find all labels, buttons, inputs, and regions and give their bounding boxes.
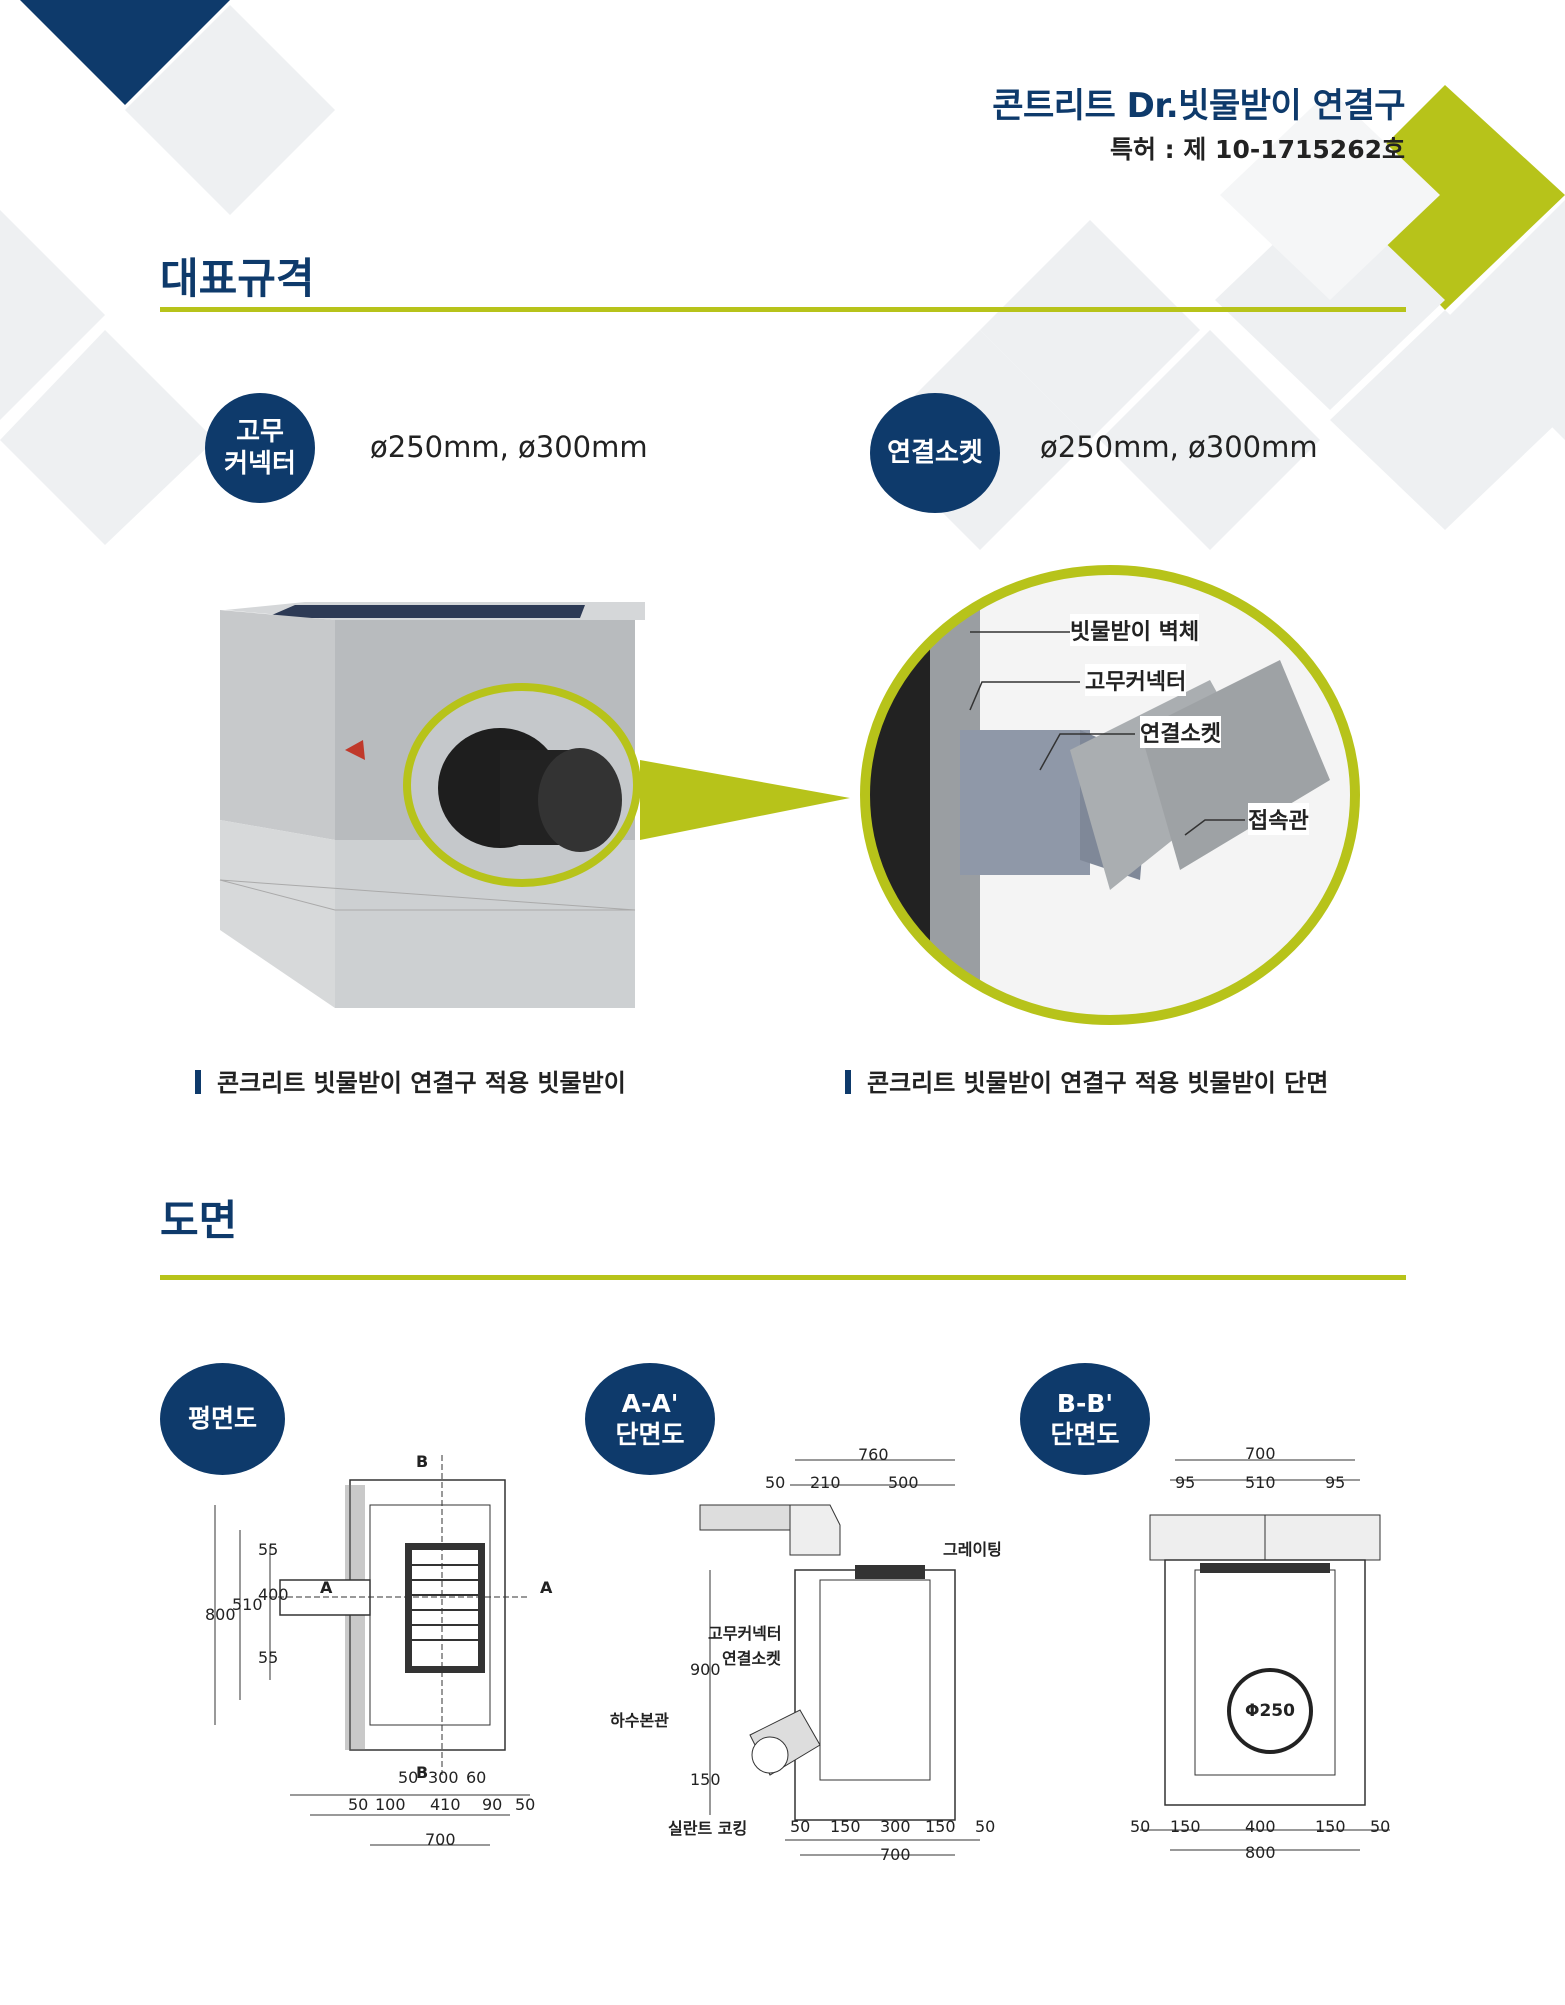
plan-view-drawing	[214, 1455, 530, 1846]
aa-label-grating: 그레이팅	[943, 1540, 1002, 1559]
badge-section-bb: B-B' 단면도	[1020, 1363, 1150, 1475]
bb-dim-95a: 95	[1175, 1473, 1196, 1492]
plan-dim-r2-90: 90	[482, 1795, 503, 1814]
bb-dim-b-150b: 150	[1315, 1817, 1346, 1836]
aa-label-socket: 연결소켓	[722, 1649, 781, 1668]
plan-dim-r1-60: 60	[466, 1768, 487, 1787]
section-title-spec: 대표규격	[160, 254, 315, 303]
plan-dim-r2-50a: 50	[348, 1795, 369, 1814]
section-rule-spec	[160, 307, 1406, 312]
spec-value-rubber-connector: ø250mm, ø300mm	[370, 430, 648, 464]
aa-dim-50: 50	[765, 1473, 786, 1492]
plan-label-b-top: B	[416, 1452, 429, 1471]
plan-dim-510: 510	[232, 1595, 263, 1614]
plan-dim-400: 400	[258, 1585, 289, 1604]
callout-connection-socket: 연결소켓	[1140, 716, 1221, 748]
badge-plan-view: 평면도	[160, 1363, 285, 1475]
spec-value-connection-socket: ø250mm, ø300mm	[1040, 430, 1318, 464]
callout-rubber-connector: 고무커넥터	[1085, 664, 1187, 696]
plan-dim-r1-300: 300	[428, 1768, 459, 1787]
plan-label-b-bottom: B	[416, 1763, 429, 1782]
bb-dim-b-50a: 50	[1130, 1817, 1151, 1836]
aa-dim-210: 210	[810, 1473, 841, 1492]
plan-dim-55b: 55	[258, 1648, 279, 1667]
bb-dim-700: 700	[1245, 1444, 1276, 1463]
caption-cross-section: 콘크리트 빗물받이 연결구 적용 빗물받이 단면	[845, 1063, 1328, 1098]
aa-dim-b-300: 300	[880, 1817, 911, 1836]
aa-dim-900: 900	[690, 1660, 721, 1679]
aa-dim-total: 700	[880, 1845, 911, 1864]
callout-joint-pipe: 접속관	[1248, 803, 1309, 835]
bb-dim-b-400: 400	[1245, 1817, 1276, 1836]
aa-dim-500: 500	[888, 1473, 919, 1492]
aa-dim-150: 150	[690, 1770, 721, 1789]
caption-catch-basin: 콘크리트 빗물받이 연결구 적용 빗물받이	[195, 1063, 626, 1098]
aa-dim-b-50b: 50	[975, 1817, 996, 1836]
section-title-drawing: 도면	[160, 1196, 238, 1245]
bb-dim-b-150a: 150	[1170, 1817, 1201, 1836]
caption-cross-section-text: 콘크리트 빗물받이 연결구 적용 빗물받이 단면	[867, 1069, 1329, 1097]
aa-dim-760: 760	[858, 1445, 889, 1464]
badge-rubber-connector: 고무 커넥터	[205, 393, 315, 503]
badge-section-aa: A-A' 단면도	[585, 1363, 715, 1475]
caption-bar	[195, 1070, 201, 1094]
aa-label-sewer-pipe: 하수본관	[610, 1711, 669, 1730]
caption-bar	[845, 1070, 851, 1094]
plan-dim-r2-50b: 50	[515, 1795, 536, 1814]
plan-dim-r2-100: 100	[375, 1795, 406, 1814]
rubber-connector-photo	[403, 683, 641, 887]
caption-catch-basin-text: 콘크리트 빗물받이 연결구 적용 빗물받이	[217, 1069, 626, 1097]
bb-dim-95b: 95	[1325, 1473, 1346, 1492]
plan-label-a-right: A	[540, 1578, 553, 1597]
plan-dim-r1-50: 50	[398, 1768, 419, 1787]
zoom-connector-arrow	[640, 760, 850, 840]
callout-basin-wall: 빗물받이 벽체	[1070, 614, 1200, 646]
section-aa-drawing	[699, 1459, 980, 1856]
bb-dim-510: 510	[1245, 1473, 1276, 1492]
plan-label-a-left: A	[320, 1578, 333, 1597]
callout-leader-lines	[969, 631, 1245, 836]
aa-dim-b-150b: 150	[925, 1817, 956, 1836]
bb-pipe-diameter-label: Φ250	[1227, 1668, 1313, 1754]
patent-number: 특허 : 제 10-1715262호	[1109, 135, 1405, 164]
section-bb-drawing	[1140, 1459, 1390, 1851]
plan-dim-r2-410: 410	[430, 1795, 461, 1814]
aa-label-rubber-connector: 고무커넥터	[708, 1624, 782, 1643]
plan-dim-55a: 55	[258, 1540, 279, 1559]
aa-dim-b-50a: 50	[790, 1817, 811, 1836]
document-title: 콘트리트 Dr.빗물받이 연결구	[992, 86, 1405, 126]
section-rule-drawing	[160, 1275, 1406, 1280]
aa-label-sealant: 실란트 코킹	[668, 1819, 748, 1838]
bb-dim-b-50b: 50	[1370, 1817, 1391, 1836]
badge-connection-socket: 연결소켓	[870, 393, 1000, 513]
bb-dim-total: 800	[1245, 1843, 1276, 1862]
aa-dim-b-150a: 150	[830, 1817, 861, 1836]
plan-dim-800: 800	[205, 1605, 236, 1624]
plan-dim-total: 700	[425, 1830, 456, 1849]
